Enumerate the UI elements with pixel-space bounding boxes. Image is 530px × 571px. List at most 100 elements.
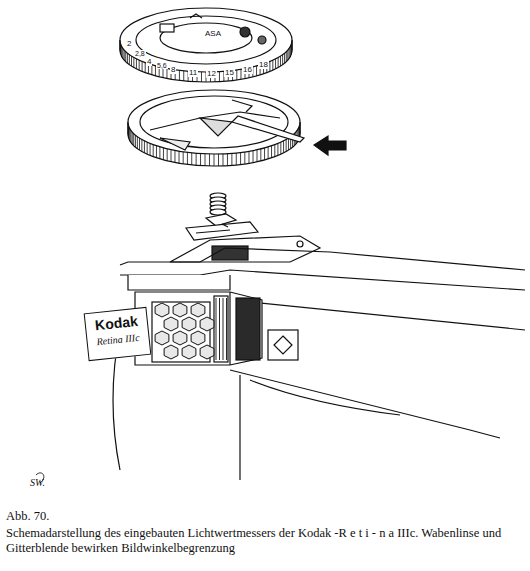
honeycomb-cell xyxy=(182,317,196,331)
honeycomb-cell xyxy=(191,331,205,345)
stroke xyxy=(280,142,281,154)
stroke xyxy=(151,65,152,75)
stroke xyxy=(209,154,210,166)
stroke xyxy=(269,61,270,71)
honeycomb-cell xyxy=(200,317,214,331)
signature: SW. xyxy=(30,478,45,488)
honeycomb-cell xyxy=(155,331,169,345)
dial-number: 16 xyxy=(242,66,253,74)
stroke xyxy=(290,45,291,55)
stroke xyxy=(282,55,283,65)
stroke xyxy=(274,145,275,157)
stroke xyxy=(244,152,245,164)
stroke xyxy=(183,152,184,164)
stroke xyxy=(191,153,192,165)
stroke xyxy=(166,69,167,79)
stroke xyxy=(219,298,220,360)
stroke xyxy=(196,153,197,165)
honeycomb-cell xyxy=(173,303,187,317)
stroke xyxy=(183,71,184,81)
stroke xyxy=(248,151,249,163)
stroke xyxy=(200,154,201,166)
dial-number: 8 xyxy=(170,66,176,74)
brand-name: Kodak xyxy=(91,313,141,334)
stroke xyxy=(136,59,137,69)
stroke xyxy=(240,152,241,164)
stroke xyxy=(129,55,130,65)
stroke xyxy=(226,298,227,360)
stroke xyxy=(214,154,215,166)
stroke xyxy=(283,141,284,153)
stroke xyxy=(163,68,164,78)
figure-number: Abb. 70. xyxy=(6,510,49,523)
stroke xyxy=(187,152,188,164)
stroke xyxy=(128,122,129,134)
stroke xyxy=(174,151,175,163)
stroke xyxy=(163,148,164,160)
honeycomb-cell xyxy=(173,331,187,345)
stroke xyxy=(133,133,134,145)
stroke xyxy=(278,57,279,67)
stroke xyxy=(236,153,237,165)
stroke xyxy=(171,150,172,162)
stroke xyxy=(272,60,273,70)
stroke xyxy=(256,66,257,76)
honeycomb-cell xyxy=(155,303,169,317)
stroke xyxy=(236,70,237,80)
dial-number: 11 xyxy=(188,69,198,77)
stroke xyxy=(135,135,136,147)
stroke xyxy=(131,56,132,66)
stroke xyxy=(121,47,122,57)
stroke xyxy=(289,48,290,58)
stroke xyxy=(159,147,160,159)
stroke xyxy=(179,70,180,80)
stroke xyxy=(286,51,287,61)
honeycomb-cell xyxy=(164,345,178,359)
stroke xyxy=(133,57,134,67)
honeycomb-cell xyxy=(200,345,214,359)
stroke xyxy=(201,72,202,82)
stroke xyxy=(139,138,140,150)
stroke xyxy=(156,146,157,158)
stroke xyxy=(120,40,121,50)
stroke xyxy=(257,150,258,162)
stroke xyxy=(268,147,269,159)
stroke xyxy=(139,60,140,70)
stroke xyxy=(141,139,142,151)
stroke xyxy=(150,143,151,155)
stroke xyxy=(144,141,145,153)
stroke xyxy=(179,151,180,163)
stroke xyxy=(264,148,265,160)
stroke xyxy=(231,153,232,165)
name-badge: KodakRetina IIIc xyxy=(84,307,152,361)
stroke xyxy=(288,138,289,150)
stroke xyxy=(280,56,281,66)
dial-number: 15 xyxy=(224,69,235,77)
stroke xyxy=(286,139,287,151)
stroke xyxy=(277,143,278,155)
stroke xyxy=(253,151,254,163)
stroke xyxy=(137,137,138,149)
dial-number: 18 xyxy=(258,61,269,69)
honeycomb-cell xyxy=(164,317,178,331)
stroke xyxy=(275,59,276,69)
dial-number: 2 xyxy=(126,40,132,48)
stroke xyxy=(142,61,143,71)
stroke xyxy=(205,154,206,166)
stroke xyxy=(260,149,261,161)
model-name: Retina IIIc xyxy=(93,331,143,347)
stroke xyxy=(222,154,223,166)
honeycomb-cell xyxy=(182,345,196,359)
caption: Schemadarstellung des eingebauten Lichtw… xyxy=(6,526,524,556)
stroke xyxy=(219,72,220,82)
stroke xyxy=(130,130,131,142)
stroke xyxy=(147,142,148,154)
stroke xyxy=(284,53,285,63)
stroke xyxy=(127,53,128,63)
stroke xyxy=(290,47,291,57)
stroke xyxy=(227,154,228,166)
stroke xyxy=(132,132,133,144)
dial-number: 12 xyxy=(206,70,217,78)
